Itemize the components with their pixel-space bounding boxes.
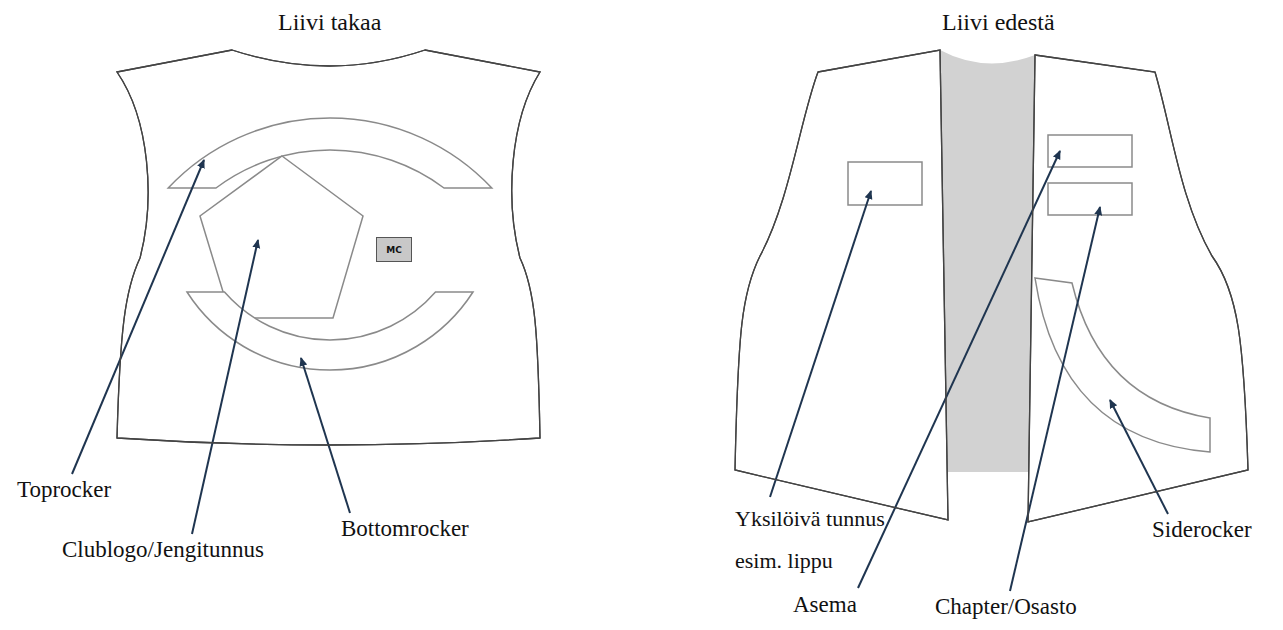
vest-outline-path [735,50,1248,522]
patch-label: Siderocker [1152,516,1252,544]
flag-patch [848,162,922,205]
mc-patch: MC [376,237,412,262]
leader-line [1110,400,1168,514]
patch-label: Clublogo/Jengitunnus [62,536,264,564]
vest-back: Liivi takaaMC [110,0,550,460]
patch-label: Bottomrocker [341,515,469,543]
patch-label: Yksilöivä tunnus esim. lippu [735,498,930,582]
vest-front: Liivi edestä [728,0,1268,530]
leader-line [72,160,204,474]
vest-neck-opening [940,50,1035,472]
vest-front-right [1028,55,1248,522]
vest-front-left [735,50,948,520]
vest-outline-path [117,50,540,445]
patch-text: MC [386,245,402,255]
vest-heading: Liivi edestä [942,8,1055,36]
patch-label: Chapter/Osasto [935,593,1077,621]
rank-patch [1048,135,1132,167]
leader-line [301,358,350,513]
toprocker-patch [168,118,492,188]
leader-line [1010,207,1100,591]
vest-heading: Liivi takaa [278,8,381,36]
leader-line [192,240,258,534]
vest-outline [728,0,1268,530]
chapter-patch [1048,183,1132,215]
bottomrocker-patch [187,292,473,370]
vest-outline [110,0,550,460]
vest-back [117,50,540,445]
leader-line [770,191,871,497]
patch-label: Toprocker [17,476,111,504]
patch-label: Asema [793,591,857,619]
